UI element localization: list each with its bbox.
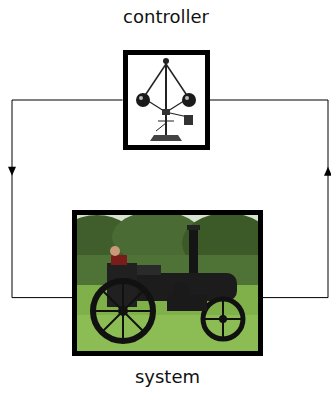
arrowhead (8, 167, 16, 176)
arrowhead (324, 167, 331, 176)
picture-frame (72, 210, 263, 356)
traction-engine-photo (77, 215, 258, 351)
governor-illustration (128, 55, 205, 145)
node-label: controller (123, 6, 209, 28)
node-box: controller (106, 6, 226, 150)
node-box: system (72, 210, 263, 388)
node-label: system (135, 366, 200, 388)
picture-frame (123, 50, 210, 150)
